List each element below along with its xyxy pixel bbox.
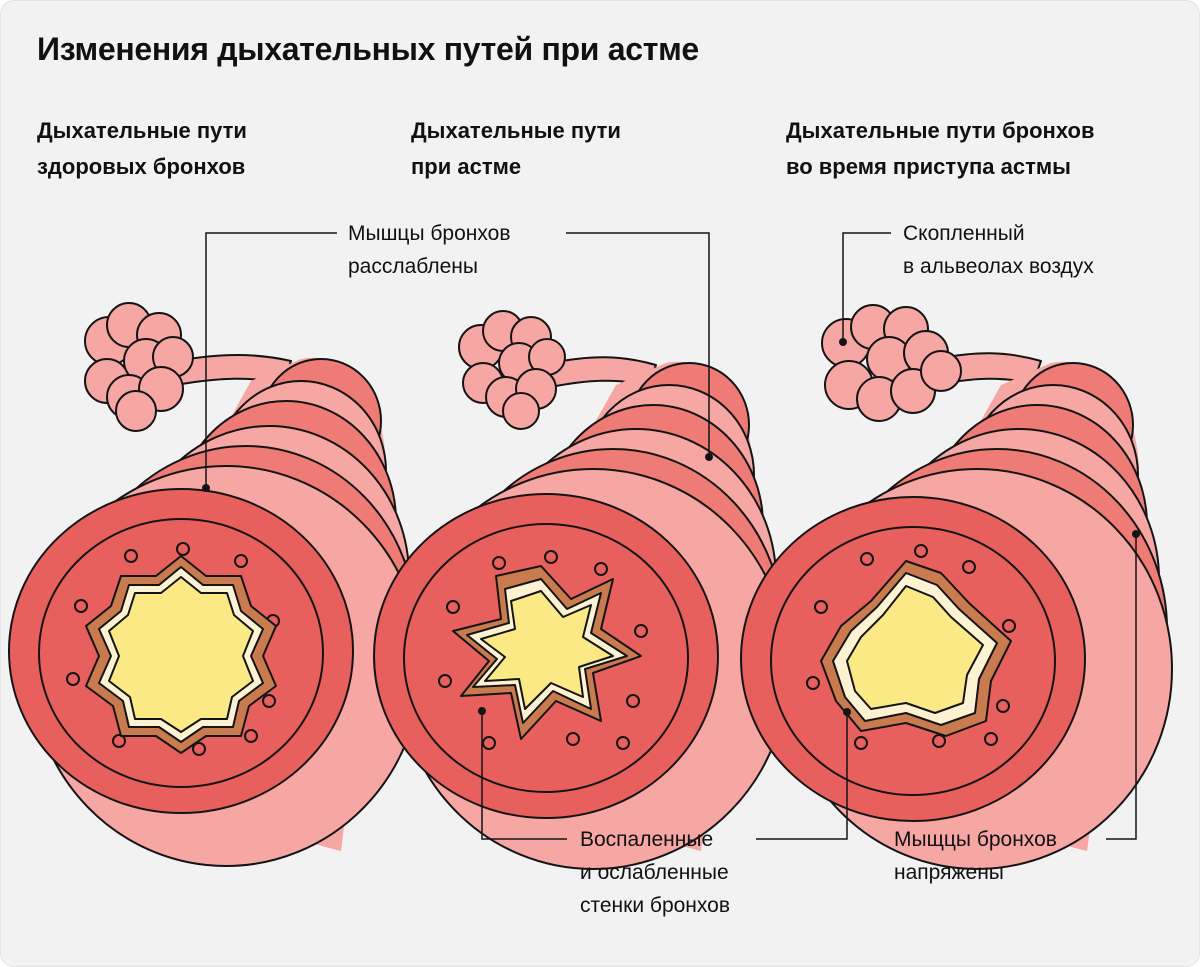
callout-line: расслаблены <box>348 255 478 278</box>
column-heading-line: при астме <box>411 154 522 179</box>
alveoli-cluster-1 <box>84 302 194 432</box>
leader-lines <box>205 232 1137 840</box>
callout-trapped-air: Скопленный в альвеолах воздух <box>903 217 1094 283</box>
healthy-bronchus <box>8 302 422 867</box>
column-heading-attack: Дыхательные пути бронхов во время присту… <box>786 113 1094 185</box>
column-heading-line: Дыхательные пути бронхов <box>786 118 1095 143</box>
callout-line: Скопленный <box>903 222 1025 245</box>
attack-bronchus <box>740 304 1173 870</box>
asthma-bronchus <box>373 310 789 870</box>
callout-line: Воспаленные <box>580 828 714 851</box>
callout-muscles-tense: Мыщцы бронхов напряжены <box>894 823 1057 889</box>
callout-muscles-relaxed: Мышцы бронхов расслаблены <box>348 217 510 283</box>
callout-line: в альвеолах воздух <box>903 255 1094 278</box>
callout-line: стенки бронхов <box>580 894 730 917</box>
column-heading-line: во время приступа астмы <box>786 154 1071 179</box>
column-heading-healthy: Дыхательные пути здоровых бронхов <box>37 113 247 185</box>
callout-line: Мыщцы бронхов <box>894 828 1057 851</box>
page-title: Изменения дыхательных путей при астме <box>37 31 699 67</box>
column-heading-line: здоровых бронхов <box>37 154 246 179</box>
column-heading-asthma: Дыхательные пути при астме <box>411 113 621 185</box>
callout-inflamed-walls: Воспаленные и ослабленные стенки бронхов <box>580 823 730 922</box>
column-heading-line: Дыхательные пути <box>37 118 247 143</box>
alveoli-cluster-2 <box>458 310 566 430</box>
callout-line: и ослабленные <box>580 861 729 884</box>
column-heading-line: Дыхательные пути <box>411 118 621 143</box>
callout-line: напряжены <box>894 861 1004 884</box>
callout-line: Мышцы бронхов <box>348 222 511 245</box>
alveoli-cluster-3 <box>821 304 962 422</box>
